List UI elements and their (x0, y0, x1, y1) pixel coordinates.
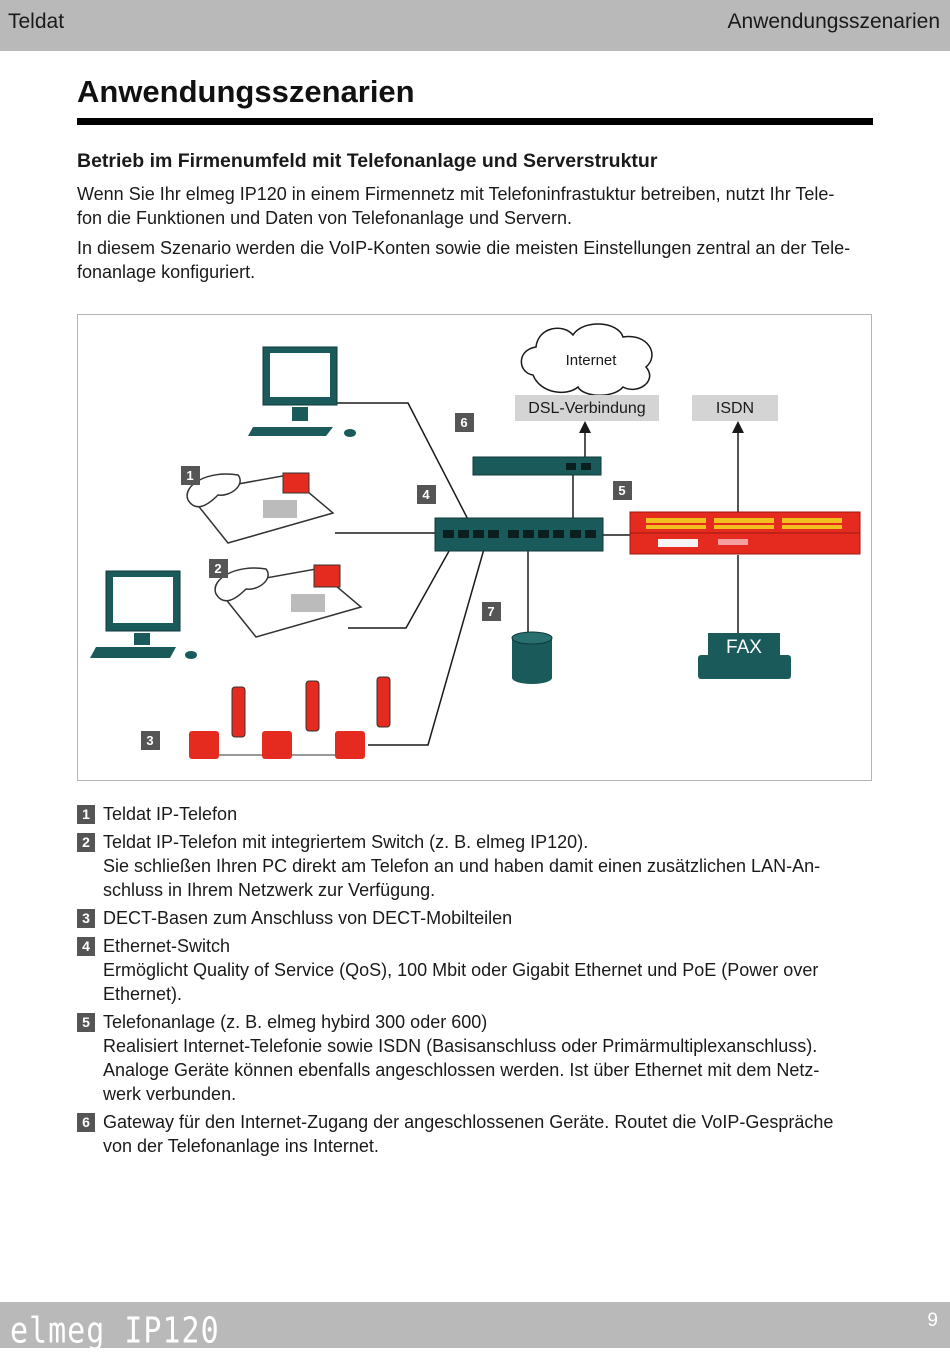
arrow-dsl (579, 421, 591, 433)
arrow-isdn (732, 421, 744, 433)
network-diagram: Internet DSL-Verbindung ISDN (77, 314, 872, 781)
section-heading: Betrieb im Firmenumfeld mit Telefonanlag… (77, 150, 658, 172)
legend-text: Telefonanlage (z. B. elmeg hybird 300 od… (103, 1012, 488, 1032)
legend-number: 1 (77, 805, 95, 824)
ip-phone-1 (186, 472, 335, 544)
line-pc1-switch (333, 402, 477, 536)
legend-item-3: 3 DECT-Basen zum Anschluss von DECT-Mobi… (77, 906, 877, 930)
ethernet-switch (434, 517, 604, 552)
legend-text: Ethernet-Switch (103, 936, 231, 956)
legend-item-2: 2 Teldat IP-Telefon mit integriertem Swi… (77, 830, 877, 902)
legend-text: Gateway für den Internet-Zugang der ange… (103, 1112, 834, 1132)
intro-line-1: Wenn Sie Ihr elmeg IP120 in einem Firmen… (77, 184, 835, 204)
pbx-device (629, 511, 861, 555)
title-rule (77, 118, 873, 125)
legend-item-5: 5 Telefonanlage (z. B. elmeg hybird 300 … (77, 1010, 877, 1106)
legend-list: 1 Teldat IP-Telefon 2 Teldat IP-Telefon … (77, 802, 877, 1162)
line-phone2-switch (348, 534, 459, 629)
isdn-box (692, 395, 778, 421)
legend-number: 4 (77, 937, 95, 956)
pc-2 (90, 570, 197, 659)
page-number: 9 (927, 1310, 938, 1331)
intro-line-2: fon die Funktionen und Daten von Telefon… (77, 208, 573, 228)
legend-text: Teldat IP-Telefon mit integriertem Switc… (103, 832, 589, 852)
diagram-markers: 1 2 3 4 5 6 7 (141, 413, 632, 750)
marker-5: 5 (618, 483, 625, 498)
legend-number: 3 (77, 909, 95, 928)
gateway-device (472, 456, 602, 476)
legend-text: Teldat IP-Telefon (103, 804, 238, 824)
connection-lines (333, 402, 739, 746)
legend-text: Ermöglicht Quality of Service (QoS), 100… (103, 960, 819, 980)
line-dect-switch (368, 534, 489, 746)
legend-text: werk verbunden. (103, 1084, 237, 1104)
internet-cloud (520, 323, 653, 396)
legend-text: von der Telefonanlage ins Internet. (103, 1136, 379, 1156)
fax-label: FAX (726, 637, 762, 658)
page-title: Anwendungsszenarien (77, 74, 415, 109)
legend-text: Analoge Geräte können ebenfalls angeschl… (103, 1060, 820, 1080)
page-header: Teldat Anwendungsszenarien (0, 0, 950, 51)
marker-6: 6 (460, 415, 467, 430)
dsl-box (515, 395, 659, 421)
marker-1: 1 (186, 468, 193, 483)
legend-text: Sie schließen Ihren PC direkt am Telefon… (103, 856, 821, 876)
arrow-heads (579, 421, 744, 433)
dect-equipment (189, 676, 391, 759)
marker-7: 7 (487, 604, 494, 619)
legend-number: 6 (77, 1113, 95, 1132)
server-device (511, 631, 553, 684)
config-line-2: fonanlage konfiguriert. (77, 262, 256, 282)
dsl-label: DSL-Verbindung (528, 400, 645, 417)
marker-2: 2 (214, 561, 221, 576)
legend-text: DECT-Basen zum Anschluss von DECT-Mobilt… (103, 908, 513, 928)
config-line-1: In diesem Szenario werden die VoIP-Konte… (77, 238, 851, 258)
ip-phone-2 (214, 564, 363, 638)
config-paragraph: In diesem Szenario werden die VoIP-Konte… (77, 236, 877, 284)
intro-paragraph: Wenn Sie Ihr elmeg IP120 in einem Firmen… (77, 182, 877, 230)
marker-4: 4 (422, 487, 430, 502)
marker-3: 3 (146, 733, 153, 748)
product-logo: elmeg IP120 (10, 1310, 220, 1352)
header-brand: Teldat (8, 10, 65, 33)
page-footer: elmeg IP120 9 (0, 1302, 950, 1352)
legend-text: Realisiert Internet-Telefonie sowie ISDN… (103, 1036, 818, 1056)
header-chapter: Anwendungsszenarien (727, 10, 940, 33)
legend-number: 5 (77, 1013, 95, 1032)
legend-item-4: 4 Ethernet-Switch Ermöglicht Quality of … (77, 934, 877, 1006)
legend-item-1: 1 Teldat IP-Telefon (77, 802, 877, 826)
legend-text: Ethernet). (103, 984, 183, 1004)
pc-1 (248, 346, 356, 437)
fax-device (698, 633, 791, 679)
internet-label: Internet (566, 352, 618, 369)
isdn-label: ISDN (716, 400, 754, 417)
legend-item-6: 6 Gateway für den Internet-Zugang der an… (77, 1110, 877, 1158)
legend-number: 2 (77, 833, 95, 852)
legend-text: schluss in Ihrem Netzwerk zur Verfügung. (103, 880, 436, 900)
